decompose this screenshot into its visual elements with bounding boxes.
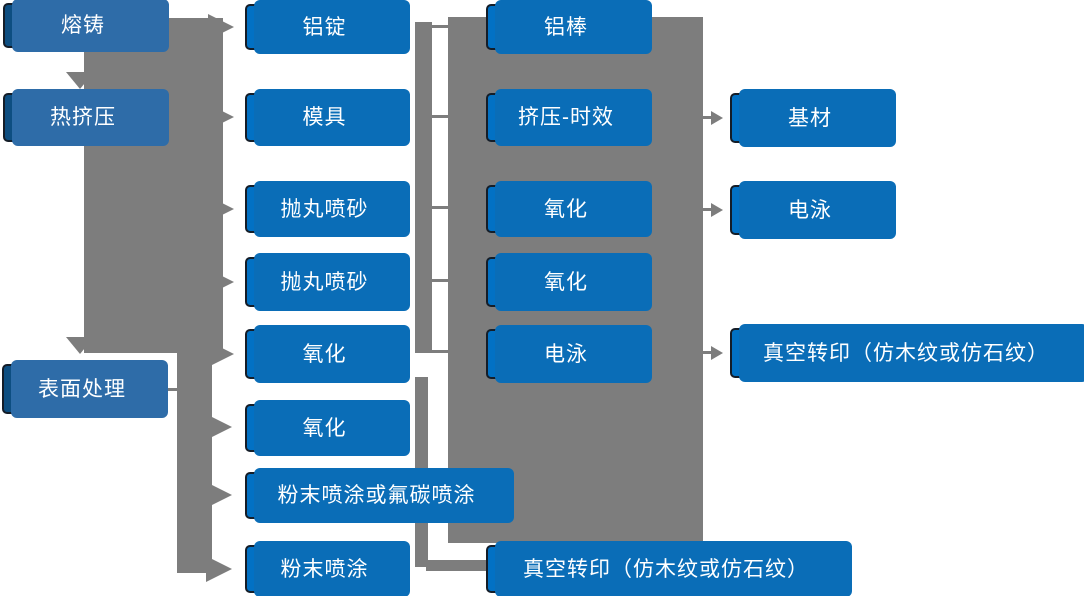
arrow-stem-to-electrophoresis [703, 208, 712, 211]
node-oxidation-2: 氧化 [245, 400, 410, 456]
node-aluminum-rod: 铝棒 [486, 0, 652, 54]
node-shot-blasting-1: 抛丸喷砂 [245, 181, 410, 237]
arrow-head-to-vacuum-transfer [711, 346, 723, 360]
connector-band-col2-upper [415, 22, 432, 353]
arrow-right-to-shot-blasting-1 [208, 196, 234, 222]
arrow-right-to-oxidation-2 [206, 414, 232, 440]
node-powder-or-fluorocarbon-coating: 粉末喷涂或氟碳喷涂 [245, 468, 514, 523]
node-mold: 模具 [245, 89, 410, 146]
arrow-right-to-powder-coating [206, 556, 232, 582]
node-hot-extrusion: 热挤压 [3, 89, 169, 146]
connector-elbow-vacuum-transfer [426, 560, 486, 571]
node-electrophoresis-1: 电泳 [486, 325, 652, 383]
connector-line-shot-blasting-1 [432, 206, 448, 209]
connector-line-shot-blasting-2 [432, 279, 448, 282]
node-powder-coating: 粉末喷涂 [245, 541, 410, 596]
connector-pipe-main-right [163, 18, 223, 353]
connector-line-oxidation [432, 350, 448, 353]
node-oxidation-1: 氧化 [245, 325, 410, 383]
arrow-right-to-mold [208, 104, 234, 130]
node-aluminum-ingot: 铝锭 [245, 0, 410, 54]
arrow-right-to-oxidation-1 [208, 341, 234, 367]
node-vacuum-transfer-bottom: 真空转印（仿木纹或仿石纹） [486, 541, 852, 596]
node-shot-blasting-2: 抛丸喷砂 [245, 253, 410, 311]
connector-line-mold [432, 115, 448, 118]
connector-band-surface-branch [177, 350, 212, 573]
arrow-right-to-aluminum-ingot [208, 14, 234, 40]
arrow-right-to-shot-blasting-2 [208, 269, 234, 295]
node-oxidation-4: 氧化 [486, 253, 652, 311]
arrow-head-to-electrophoresis [711, 203, 723, 217]
node-melting-casting: 熔铸 [3, 0, 169, 52]
connector-line-ingot [432, 25, 448, 28]
node-substrate: 基材 [730, 89, 896, 147]
node-oxidation-3: 氧化 [486, 181, 652, 237]
arrow-head-to-substrate [711, 111, 723, 125]
node-surface-treatment: 表面处理 [2, 360, 168, 418]
node-extrusion-aging: 挤压-时效 [486, 89, 652, 146]
arrow-down-to-hot-extrusion [66, 72, 94, 89]
node-electrophoresis-2: 电泳 [730, 181, 896, 239]
arrow-down-to-surface-treatment [66, 337, 94, 354]
connector-line-surface-treatment [162, 388, 178, 391]
arrow-stem-to-vacuum-transfer [703, 351, 712, 354]
arrow-stem-to-substrate [703, 116, 712, 119]
arrow-right-to-powder-or-fluorocarbon [206, 482, 232, 508]
node-vacuum-transfer-right: 真空转印（仿木纹或仿石纹） [730, 324, 1084, 382]
